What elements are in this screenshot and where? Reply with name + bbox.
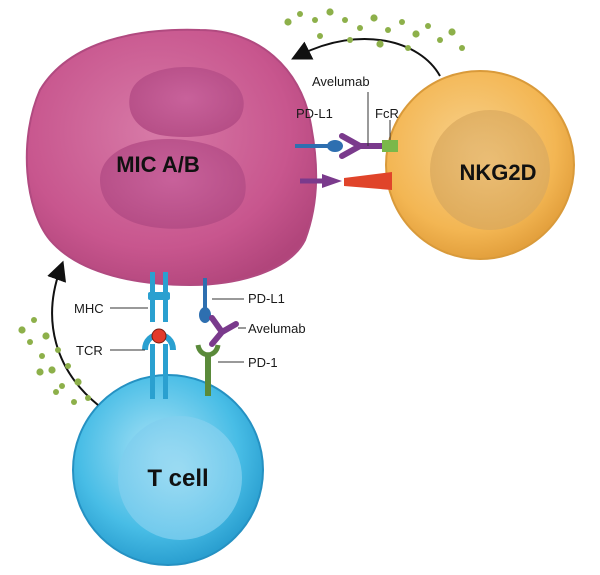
nk-cell-label: NKG2D [459,160,536,185]
cytokine-granule [55,347,61,353]
mhc-label: MHC [74,301,104,316]
cytokine-granule [59,383,65,389]
pdl1-head-top [327,140,343,152]
pdl1-top-label: PD-L1 [296,106,333,121]
cytokine-granule [437,37,443,43]
cytokine-granule [31,317,37,323]
mic-nkg2d-binding [300,172,392,190]
tcr-chain-right [163,344,168,399]
cytokine-granule [405,45,411,51]
cytokine-granules-nk [284,8,465,51]
tumor-cell: MIC A/B [25,28,318,287]
cytokine-granule [399,19,405,25]
tcr-label: TCR [76,343,103,358]
fcr-receptor [382,140,398,152]
cytokine-granule [42,332,50,340]
avelumab-antibody-top [339,133,388,159]
cytokine-granules-tcell [18,317,91,405]
mic-ligand-head [322,174,342,188]
avelumab-bottom-label: Avelumab [248,321,306,336]
pd1-cup [195,344,221,358]
nk-to-tumor-arrow [291,37,441,77]
pdl1-bottom-label: PD-L1 [248,291,285,306]
cytokine-granule [39,353,45,359]
tcell-synapse: MHC TCR [74,272,176,399]
cytokine-granule [342,17,348,23]
cytokine-granule [284,18,292,26]
t-cell-label: T cell [147,465,208,492]
cytokine-granule [459,45,465,51]
cytokine-granule [448,28,456,36]
cytokine-granule [85,395,91,401]
t-cell-nucleus [118,416,242,540]
cytokine-granule [48,366,56,374]
cytokine-granule [27,339,33,345]
tumor-nucleus-upper [129,67,244,137]
fcr-label: FcR [375,106,399,121]
cytokine-granule [36,368,44,376]
cytokine-granule [412,30,420,38]
nk-cell: NKG2D [385,70,575,260]
cytokine-granule [53,389,59,395]
cytokine-granule [74,378,82,386]
nkg2d-receptor [344,172,392,190]
t-cell: T cell [72,374,264,566]
peptide-antigen [151,328,167,344]
mhc-domain [148,292,170,300]
cytokine-granule [65,363,71,369]
pdl1-head-bottom [199,307,211,323]
avelumab-antibody-bottom [209,315,239,347]
cytokine-granule [297,11,303,17]
cytokine-granule [357,25,363,31]
nk-synapse-top: Avelumab PD-L1 FcR [295,74,399,159]
tumor-nucleus-lower [100,139,246,229]
tumor-cell-label: MIC A/B [116,152,200,177]
cytokine-granule [347,37,353,43]
pd1-stem [205,356,211,396]
tcell-to-tumor-arrow [47,260,99,406]
cytokine-granule [376,40,384,48]
cytokine-granule [326,8,334,16]
cytokine-granule [18,326,26,334]
cytokine-granule [317,33,323,39]
cytokine-granule [385,27,391,33]
cytokine-granule [425,23,431,29]
nk-cell-nucleus [430,110,550,230]
cytokine-granule [71,399,77,405]
avelumab-top-label: Avelumab [312,74,370,89]
tcr-chain-left [150,344,155,399]
cytokine-granule [370,14,378,22]
cytokine-granule [312,17,318,23]
pd1-synapse: PD-L1 Avelumab PD-1 [195,278,306,396]
pd1-label: PD-1 [248,355,278,370]
